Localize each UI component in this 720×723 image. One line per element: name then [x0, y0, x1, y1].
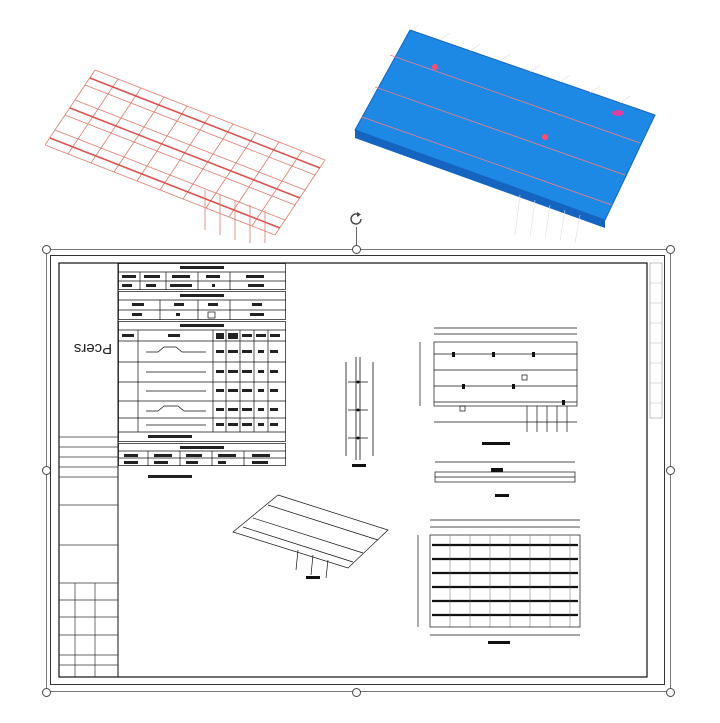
resize-handle-bottom-left[interactable] — [42, 688, 51, 697]
schedule-tables — [118, 263, 286, 485]
isometric-sketch — [228, 490, 393, 585]
section-strip — [425, 458, 585, 503]
rotate-icon[interactable] — [348, 211, 364, 227]
resize-handle-bottom-right[interactable] — [666, 688, 675, 697]
resize-handle-right[interactable] — [666, 466, 675, 475]
resize-handle-top-right[interactable] — [666, 245, 675, 254]
drawing-sheet — [50, 255, 665, 685]
plan-view-upper — [412, 322, 597, 452]
rotate-connector — [356, 227, 357, 249]
resize-handle-bottom[interactable] — [352, 688, 361, 697]
slab-3d-view — [350, 25, 670, 245]
rebar-plan-lower — [410, 515, 600, 650]
rebar-cage-3d-view — [35, 30, 335, 245]
resize-handle-top-left[interactable] — [42, 245, 51, 254]
section-detail-vertical — [338, 352, 383, 472]
resize-handle-top[interactable] — [352, 245, 361, 254]
